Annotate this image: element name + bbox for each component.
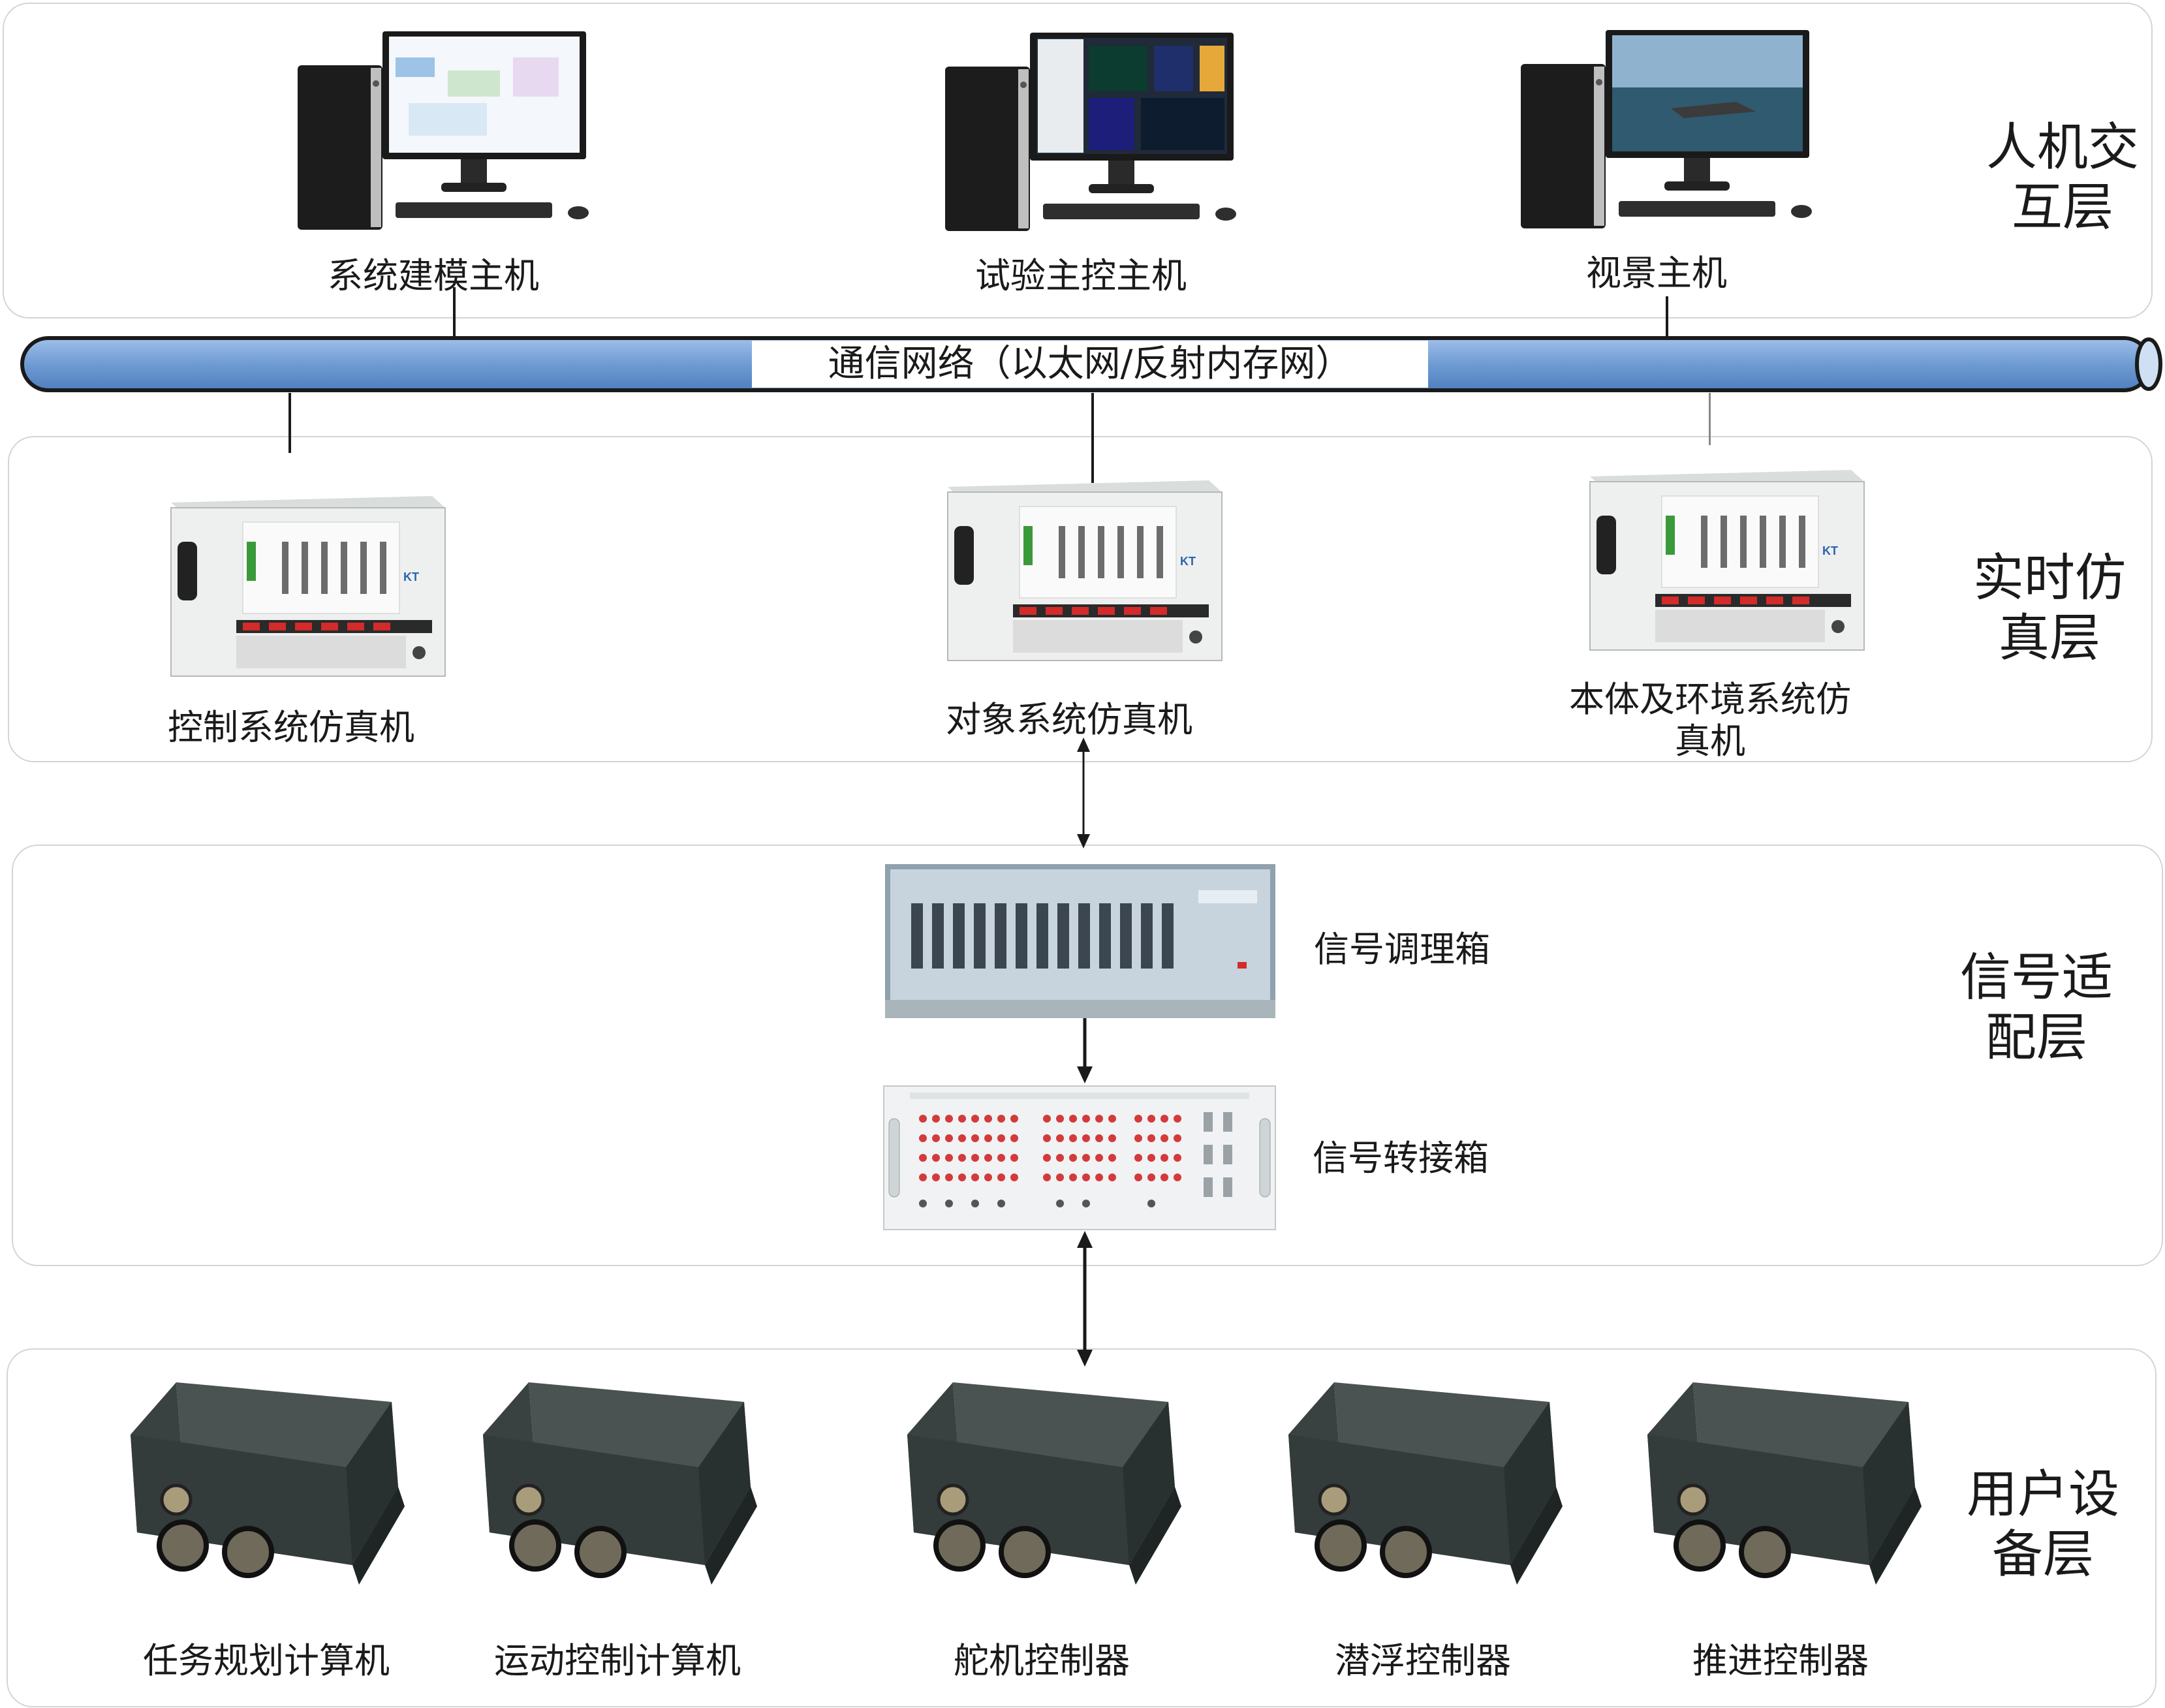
user-layer-label: 用户设 备层 (1966, 1465, 2119, 1584)
signal-conditioner-label: 信号调理箱 (1314, 929, 1490, 970)
servo-controller-image (907, 1382, 1181, 1585)
mission-planning-computer-label: 任务规划计算机 (143, 1640, 390, 1681)
connector-modeling-host (453, 287, 456, 337)
env-sim-label: 本体及环境系统仿 真机 (1569, 679, 1851, 762)
propulsion-controller-label: 推进控制器 (1692, 1640, 1869, 1681)
test-control-host-label: 试验主控主机 (975, 255, 1187, 296)
network-bus-label: 通信网络（以太网/反射内存网） (752, 341, 1428, 388)
connector-object-sim (1091, 393, 1094, 483)
arrow-sim-to-conditioner (1077, 738, 1090, 848)
signal-patch-box-image (883, 1085, 1276, 1230)
modeling-host-image (298, 31, 589, 230)
env-sim-image: KT (1589, 470, 1865, 651)
arrow-patch-to-user (1077, 1231, 1093, 1367)
motion-control-computer-image (483, 1382, 757, 1585)
servo-controller-label: 舵机控制器 (954, 1640, 1130, 1681)
connector-control-sim (288, 393, 291, 453)
visual-host-label: 视景主机 (1586, 253, 1727, 294)
propulsion-controller-image (1647, 1382, 1922, 1585)
mission-planning-computer-image (131, 1382, 405, 1585)
hmi-layer-label: 人机交 互层 (1986, 118, 2139, 237)
control-sim-label: 控制系统仿真机 (168, 707, 414, 748)
signal-layer-label: 信号适 配层 (1959, 948, 2113, 1067)
svg-text:KT: KT (1822, 544, 1838, 557)
signal-conditioner-image (885, 864, 1275, 1018)
realtime-layer-label: 实时仿 真层 (1972, 549, 2126, 668)
object-sim-label: 对象系统仿真机 (946, 699, 1192, 740)
connector-visual-host (1666, 296, 1668, 337)
svg-text:KT: KT (403, 570, 419, 583)
connector-env-sim (1709, 393, 1711, 445)
object-sim-image: KT (947, 480, 1223, 661)
modeling-host-label: 系统建模主机 (328, 255, 539, 296)
motion-control-computer-label: 运动控制计算机 (494, 1640, 741, 1681)
svg-text:KT: KT (1180, 555, 1196, 568)
arrow-conditioner-to-patch (1077, 1018, 1093, 1083)
test-control-host-image (945, 33, 1236, 231)
dive-controller-image (1288, 1382, 1563, 1585)
dive-controller-label: 潜浮控制器 (1335, 1640, 1511, 1681)
visual-host-image (1521, 30, 1812, 228)
signal-patch-box-label: 信号转接箱 (1313, 1138, 1489, 1179)
control-sim-image: KT (170, 496, 446, 677)
